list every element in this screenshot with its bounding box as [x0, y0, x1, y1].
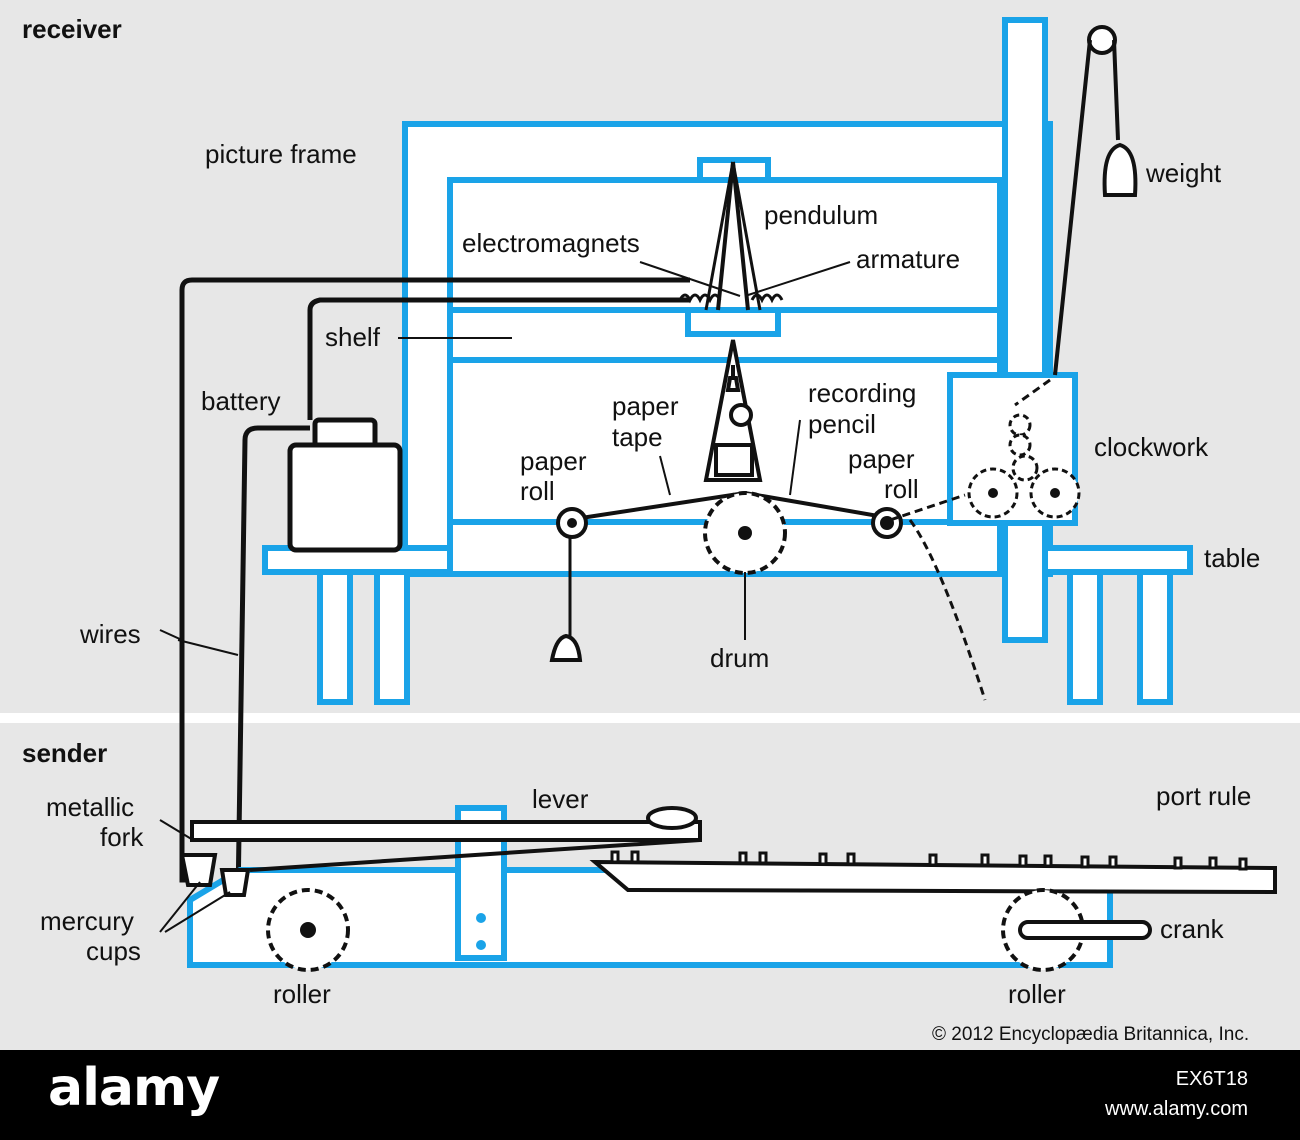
- clockwork-pivots: [988, 488, 1060, 498]
- site-url: www.alamy.com: [1105, 1098, 1248, 1120]
- label-roller-right: roller: [1008, 979, 1066, 1009]
- section-sender: sender: [22, 738, 107, 768]
- label-picture-frame: picture frame: [205, 139, 357, 169]
- label-table: table: [1204, 543, 1260, 573]
- alamy-logo: alamy: [48, 1058, 220, 1118]
- roller-axle: [300, 922, 316, 938]
- port-rule-pegs: [610, 850, 1248, 871]
- label-metallic-1: metallic: [46, 792, 134, 822]
- label-lever: lever: [532, 784, 589, 814]
- label-mercury-2: cups: [86, 936, 141, 966]
- battery: [287, 442, 403, 553]
- table-leg: [317, 569, 353, 705]
- watermark-footer: [0, 1050, 1300, 1140]
- roll-axle: [567, 518, 577, 528]
- label-paper-roll-right-2: roll: [884, 474, 919, 504]
- label-pencil: pencil: [808, 409, 876, 439]
- lever-knob: [646, 806, 698, 830]
- lever-lower: [249, 838, 701, 872]
- table-leg: [1137, 569, 1173, 705]
- label-pendulum: pendulum: [764, 200, 878, 230]
- leader-lines: [159, 261, 851, 933]
- label-port-rule: port rule: [1156, 781, 1251, 811]
- label-armature: armature: [856, 244, 960, 274]
- image-id: EX6T18: [1175, 1068, 1248, 1090]
- mercury-cups: [179, 853, 251, 897]
- label-shelf: shelf: [325, 322, 381, 352]
- label-paper-tape-1: paper: [612, 391, 679, 421]
- tape-weight: [549, 633, 583, 662]
- back-post-front: [1002, 17, 1048, 643]
- label-recording: recording: [808, 378, 916, 408]
- drum-axle: [738, 526, 752, 540]
- lever: [190, 820, 702, 842]
- label-metallic-2: fork: [100, 822, 144, 852]
- label-mercury-1: mercury: [40, 906, 134, 936]
- telegraph-diagram: receiver sender picture frame weight pen…: [0, 14, 1300, 1045]
- label-battery: battery: [201, 386, 281, 416]
- label-weight: weight: [1145, 158, 1222, 188]
- pendulum: [703, 161, 763, 482]
- label-roller-left: roller: [273, 979, 331, 1009]
- label-electromagnets: electromagnets: [462, 228, 640, 258]
- label-clockwork: clockwork: [1094, 432, 1209, 462]
- label-paper-roll-left-1: paper: [520, 446, 587, 476]
- section-divider: [0, 713, 1300, 723]
- label-drum: drum: [710, 643, 769, 673]
- label-paper-tape-2: tape: [612, 422, 663, 452]
- label-crank: crank: [1160, 914, 1225, 944]
- electromagnet-coils: [678, 293, 784, 304]
- clockwork-link: [1014, 378, 1051, 407]
- wires: [179, 277, 690, 901]
- table-leg: [1067, 569, 1103, 705]
- label-paper-roll-right-1: paper: [848, 444, 915, 474]
- weight-assembly: [1053, 25, 1138, 376]
- magnet-block: [685, 307, 781, 337]
- section-receiver: receiver: [22, 14, 122, 44]
- crank: [1018, 920, 1152, 940]
- drive-belt: [889, 493, 987, 701]
- copyright: © 2012 Encyclopædia Britannica, Inc.: [932, 1024, 1249, 1045]
- table-leg: [374, 569, 410, 705]
- label-wires: wires: [79, 619, 141, 649]
- label-paper-roll-left-2: roll: [520, 476, 555, 506]
